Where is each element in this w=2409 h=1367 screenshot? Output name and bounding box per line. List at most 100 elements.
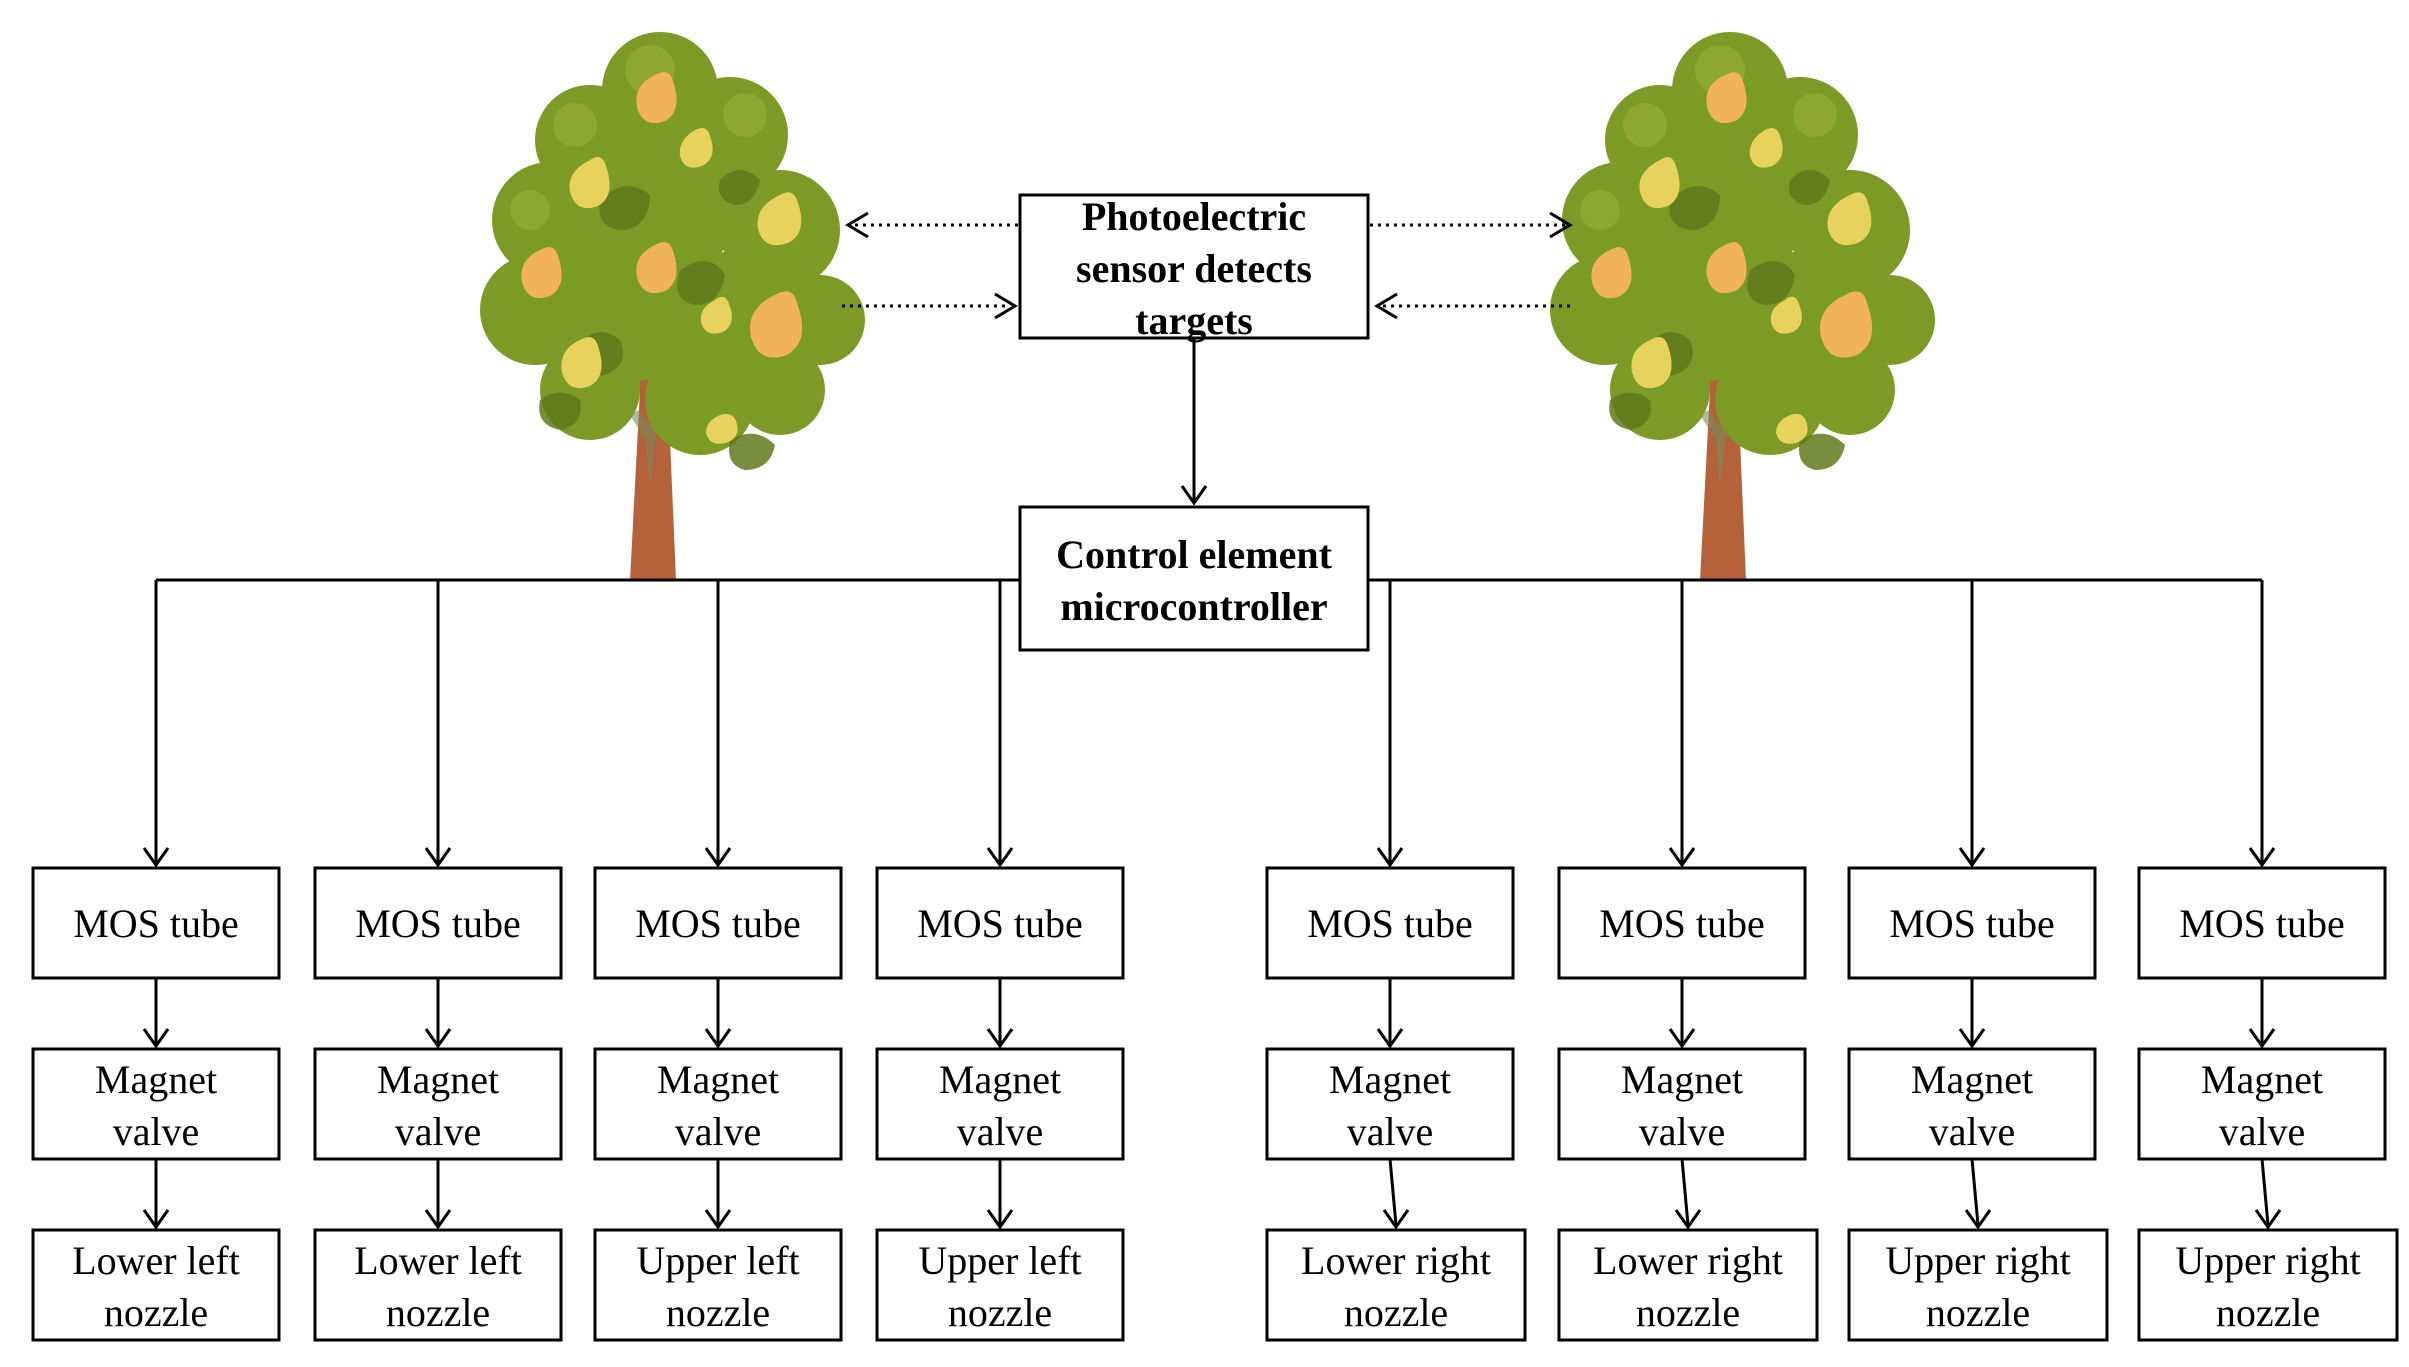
nozzle-box: Lower right nozzle: [1557, 1228, 1819, 1342]
nozzle-box-line-1: Lower right: [1593, 1238, 1783, 1283]
bus-to-mos-arrow: [704, 580, 732, 868]
nozzle-box-line-2: nozzle: [386, 1290, 490, 1335]
mos-tube-box-label: MOS tube: [1307, 901, 1473, 946]
magnet-valve-box: Magnet valve: [1265, 1047, 1515, 1161]
mos-to-valve-arrow: [142, 978, 170, 1049]
mos-tube-box-label: MOS tube: [73, 901, 239, 946]
mos-tube-box-label: MOS tube: [1599, 901, 1765, 946]
magnet-valve-box-line-2: valve: [957, 1109, 1044, 1154]
mos-tube-box: MOS tube: [1265, 866, 1515, 980]
nozzle-box-line-1: Upper left: [636, 1238, 799, 1283]
mos-to-valve-arrow: [1958, 978, 1986, 1049]
magnet-valve-box: Magnet valve: [313, 1047, 563, 1161]
nozzle-box-line-2: nozzle: [2216, 1290, 2320, 1335]
magnet-valve-box: Magnet valve: [1847, 1047, 2097, 1161]
nozzle-box-line-1: Lower left: [354, 1238, 522, 1283]
valve-to-nozzle-arrow: [142, 1159, 170, 1230]
controller-box: Control element microcontroller: [1018, 505, 1370, 652]
valve-to-nozzle-arrow: [1382, 1158, 1410, 1230]
bus-to-mos-arrow: [2248, 580, 2276, 868]
nozzle-box: Upper left nozzle: [875, 1228, 1125, 1342]
valve-to-nozzle-arrow: [1964, 1158, 1992, 1230]
nozzle-box-line-2: nozzle: [948, 1290, 1052, 1335]
bus-to-mos-arrow: [142, 580, 170, 868]
mos-tube-box-label: MOS tube: [355, 901, 521, 946]
mos-tube-box-label: MOS tube: [2179, 901, 2345, 946]
nozzle-box-line-1: Upper left: [918, 1238, 1081, 1283]
magnet-valve-box: Magnet valve: [593, 1047, 843, 1161]
nozzle-box: Upper left nozzle: [593, 1228, 843, 1342]
nozzle-box-line-1: Lower right: [1301, 1238, 1491, 1283]
magnet-valve-box-line-1: Magnet: [95, 1057, 217, 1102]
magnet-valve-box: Magnet valve: [31, 1047, 281, 1161]
valve-to-nozzle-arrow: [986, 1159, 1014, 1230]
bus-to-mos-arrow: [424, 580, 452, 868]
magnet-valve-box-line-2: valve: [113, 1109, 200, 1154]
nozzle-box-line-1: Lower left: [72, 1238, 240, 1283]
pear-tree-right-icon: [1550, 32, 1935, 580]
mos-tube-box: MOS tube: [1557, 866, 1807, 980]
magnet-valve-box-line-2: valve: [1347, 1109, 1434, 1154]
photoelectric-sensor-box: Photoelectric sensor detects targets: [1018, 193, 1370, 343]
magnet-valve-box-line-2: valve: [675, 1109, 762, 1154]
mos-tube-box: MOS tube: [313, 866, 563, 980]
nozzle-box: Lower left nozzle: [313, 1228, 563, 1342]
magnet-valve-box-line-1: Magnet: [1621, 1057, 1743, 1102]
valve-to-nozzle-arrow: [2254, 1158, 2282, 1230]
magnet-valve-box: Magnet valve: [875, 1047, 1125, 1161]
valve-to-nozzle-arrow: [704, 1159, 732, 1230]
nozzle-box: Lower left nozzle: [31, 1228, 281, 1342]
bus-to-mos-arrow: [986, 580, 1014, 868]
magnet-valve-box-line-2: valve: [395, 1109, 482, 1154]
nozzle-box: Lower right nozzle: [1265, 1228, 1527, 1342]
magnet-valve-box-line-1: Magnet: [377, 1057, 499, 1102]
bus-to-mos-arrow: [1958, 580, 1986, 868]
nozzle-box-line-2: nozzle: [104, 1290, 208, 1335]
nozzle-box-line-2: nozzle: [666, 1290, 770, 1335]
bus-to-mos-arrow: [1668, 580, 1696, 868]
valve-to-nozzle-arrow: [424, 1159, 452, 1230]
sensor-to-controller-arrow: [1180, 338, 1208, 506]
pear-tree-left-icon: [480, 32, 865, 580]
magnet-valve-box-line-2: valve: [2219, 1109, 2306, 1154]
magnet-valve-box-line-1: Magnet: [1911, 1057, 2033, 1102]
mos-tube-box: MOS tube: [1847, 866, 2097, 980]
magnet-valve-box: Magnet valve: [1557, 1047, 1807, 1161]
nozzle-box-line-1: Upper right: [1885, 1238, 2071, 1283]
mos-tube-box-label: MOS tube: [1889, 901, 2055, 946]
magnet-valve-box-line-1: Magnet: [939, 1057, 1061, 1102]
magnet-valve-box-line-2: valve: [1639, 1109, 1726, 1154]
mos-tube-box: MOS tube: [875, 866, 1125, 980]
nozzle-box-line-1: Upper right: [2175, 1238, 2361, 1283]
mos-to-valve-arrow: [1376, 978, 1404, 1049]
nozzle-box-line-2: nozzle: [1344, 1290, 1448, 1335]
controller-line-1: Control element: [1056, 532, 1333, 577]
mos-to-valve-arrow: [1668, 978, 1696, 1049]
mos-to-valve-arrow: [704, 978, 732, 1049]
magnet-valve-box-line-1: Magnet: [1329, 1057, 1451, 1102]
nozzle-box-line-2: nozzle: [1636, 1290, 1740, 1335]
sensor-signal-arrows: [842, 211, 1573, 320]
magnet-valve-box-line-2: valve: [1929, 1109, 2016, 1154]
nozzle-box: Upper right nozzle: [2137, 1228, 2399, 1342]
bus-to-mos-arrow: [1376, 580, 1404, 868]
mos-to-valve-arrow: [986, 978, 1014, 1049]
mos-tube-box-label: MOS tube: [635, 901, 801, 946]
sensor-line-3: targets: [1135, 298, 1253, 343]
sensor-line-1: Photoelectric: [1082, 194, 1306, 239]
magnet-valve-box-line-1: Magnet: [657, 1057, 779, 1102]
mos-tube-box: MOS tube: [31, 866, 281, 980]
mos-tube-box: MOS tube: [2137, 866, 2387, 980]
mos-to-valve-arrow: [2248, 978, 2276, 1049]
